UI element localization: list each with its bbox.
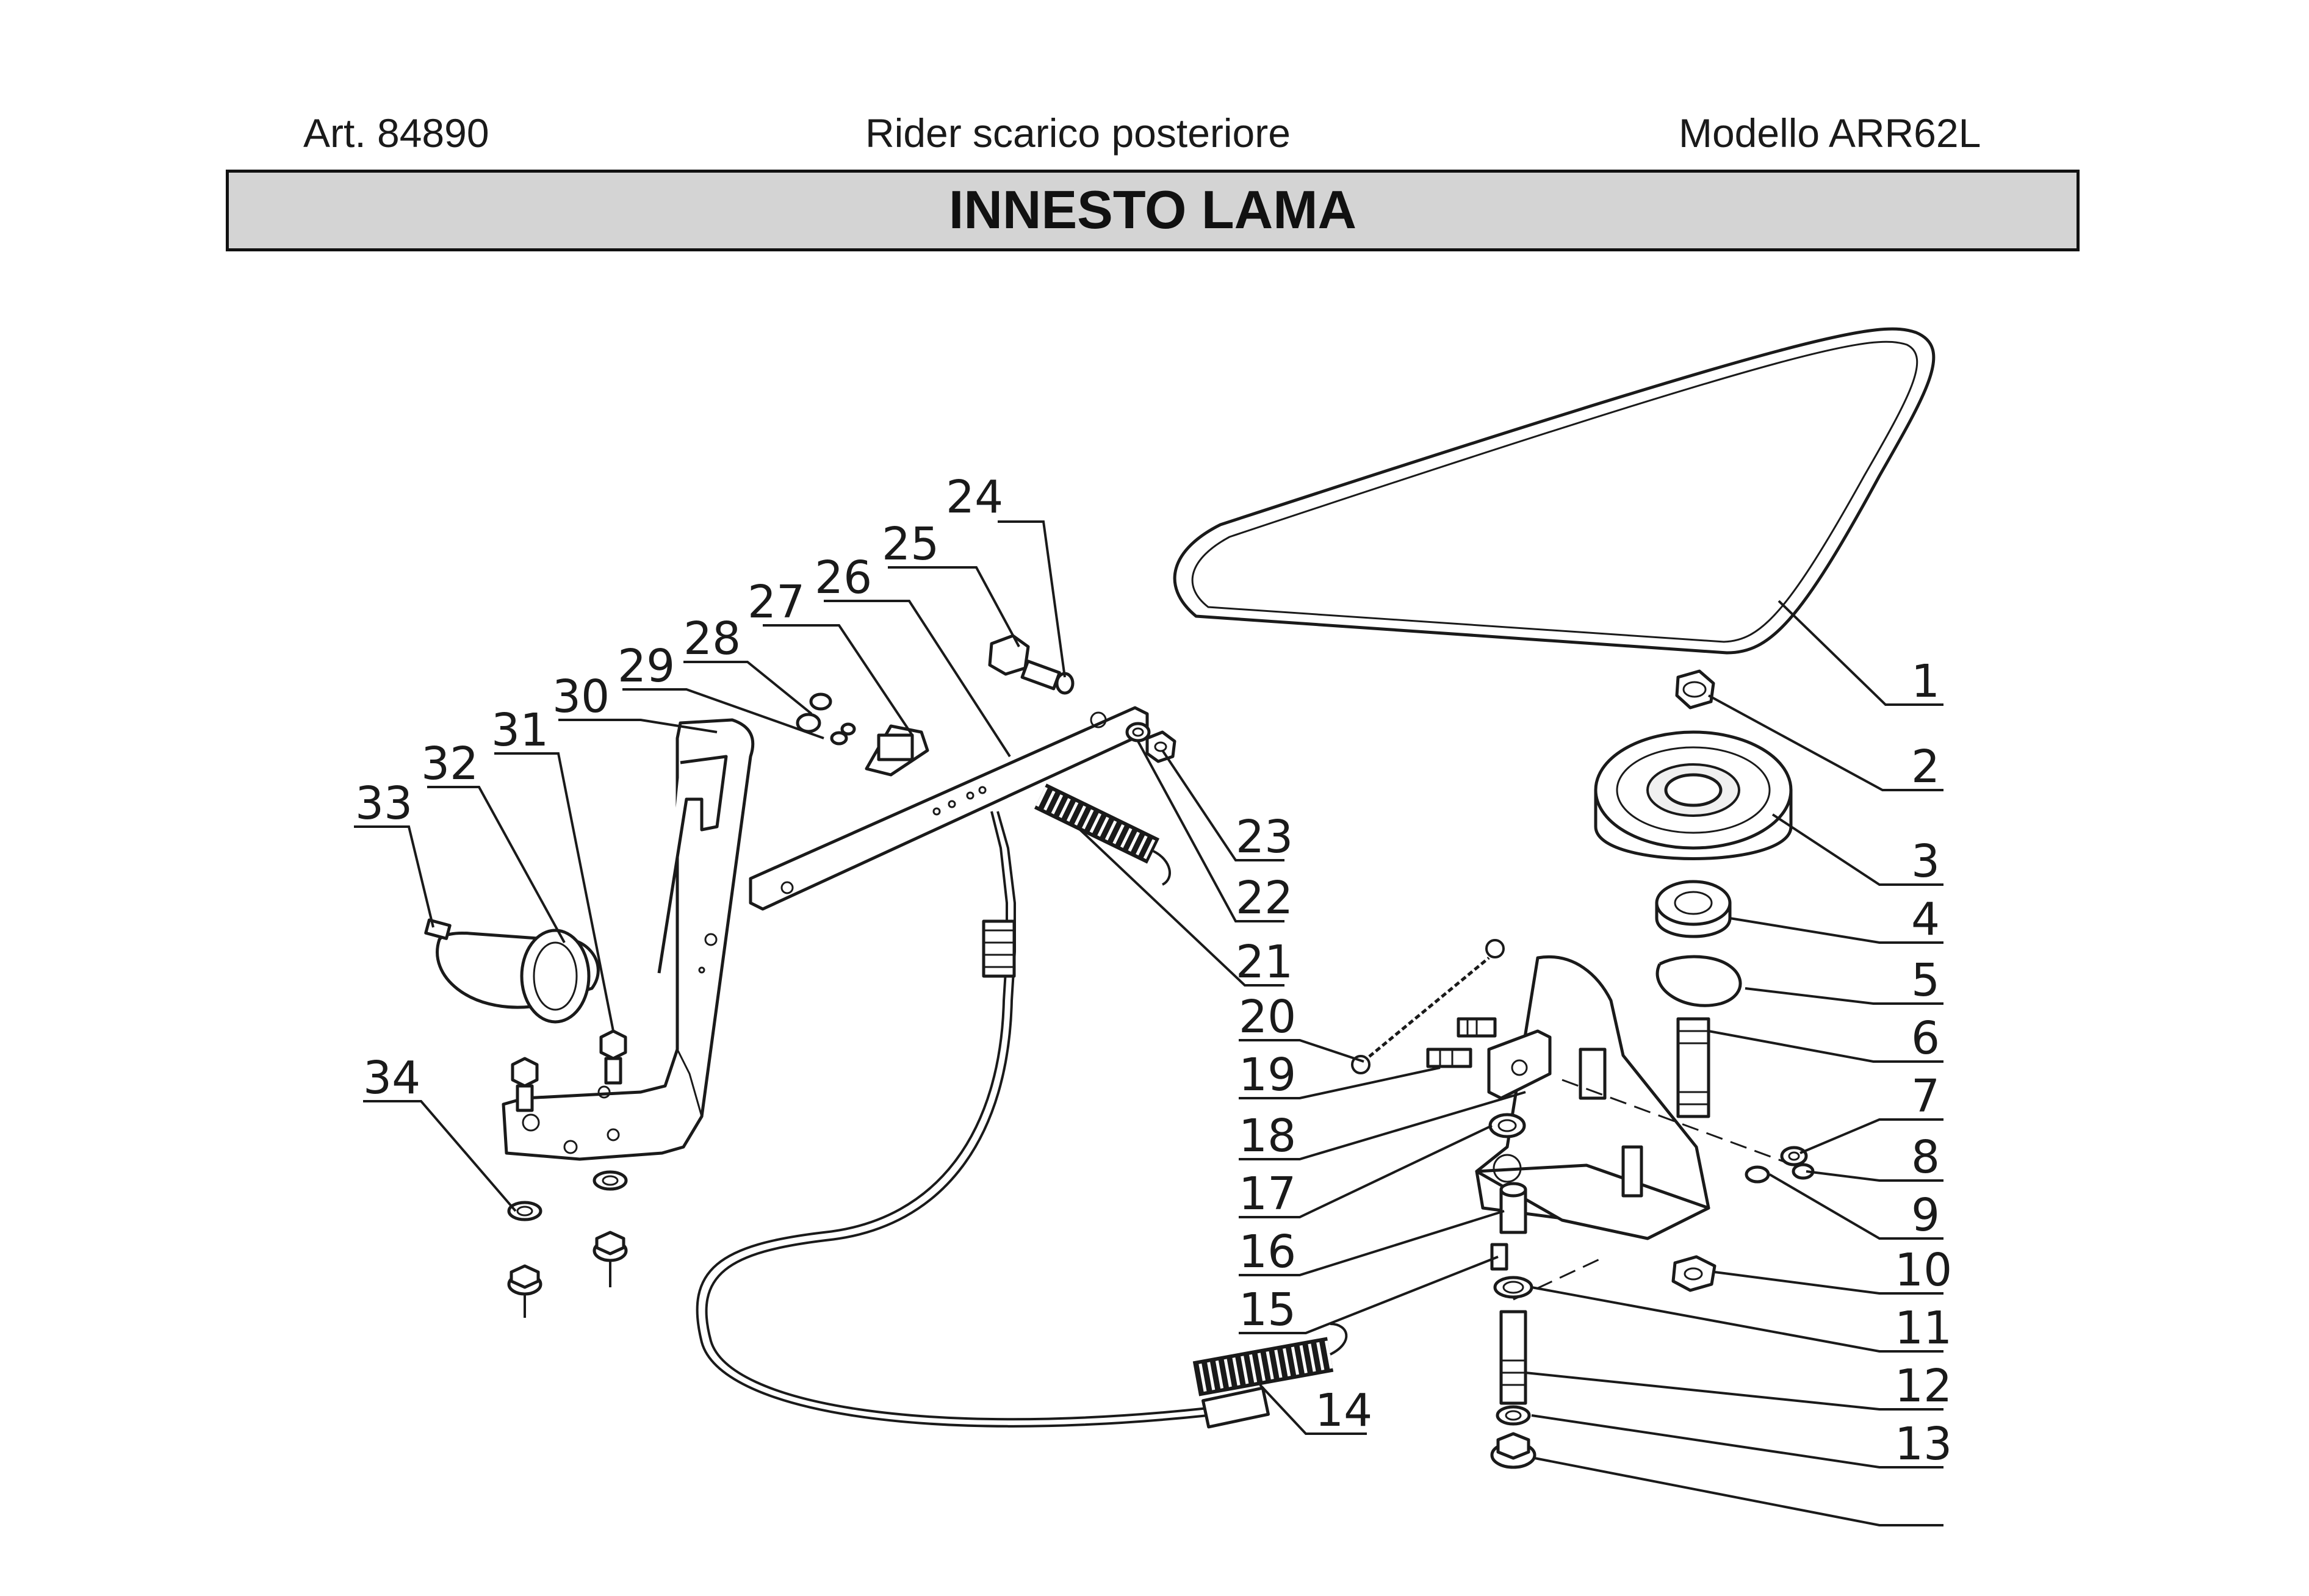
callout-19: 19 (1239, 1049, 1296, 1101)
washer-17 (1488, 1113, 1526, 1138)
washer-13 (1496, 1405, 1531, 1426)
axis-line-right (1562, 1079, 1795, 1166)
callout-26: 26 (815, 552, 872, 604)
callout-3: 3 (1911, 835, 1940, 888)
article-number: Art. 84890 (303, 110, 489, 156)
arm-bolt-25 (988, 634, 1061, 691)
arm-nut-23 (1145, 730, 1176, 763)
spindle-shaft (1676, 1017, 1710, 1118)
callout-6: 6 (1911, 1012, 1940, 1065)
drive-belt (1173, 327, 1936, 655)
callout-29: 29 (618, 640, 675, 692)
callout-24: 24 (946, 471, 1003, 523)
callout-1: 1 (1911, 655, 1940, 708)
lock-nut-7 (1780, 1146, 1808, 1166)
callout-labels: 1 2 3 4 5 6 7 8 9 10 11 12 13 14 15 16 1… (355, 471, 1952, 1470)
leader-lines (354, 520, 1943, 1526)
diagram-title: INNESTO LAMA (948, 179, 1357, 240)
callout-11: 11 (1895, 1302, 1952, 1354)
handle-grip (436, 929, 600, 1024)
bolt-12 (1499, 1310, 1527, 1405)
spacer-11 (1493, 1276, 1533, 1299)
callout-18: 18 (1239, 1110, 1296, 1162)
callout-9: 9 (1911, 1189, 1940, 1242)
handle-screw (424, 918, 452, 940)
pivot-bushing (1499, 1182, 1527, 1234)
callout-28: 28 (683, 613, 741, 665)
bearing (1655, 880, 1732, 938)
blade-pulley (1594, 730, 1793, 860)
adjustment-bolts (1426, 1017, 1497, 1068)
callout-8: 8 (1911, 1131, 1940, 1184)
spring-20 (1351, 939, 1505, 1074)
callout-33: 33 (355, 777, 412, 830)
callout-25: 25 (882, 518, 939, 570)
callout-7: 7 (1911, 1070, 1940, 1123)
control-lever (502, 718, 755, 1161)
lever-washer-right (593, 1170, 628, 1191)
flange-nut (1490, 1432, 1536, 1469)
lever-bolt-31 (599, 1029, 627, 1085)
small-bolts-28-29 (796, 692, 856, 746)
lever-nut-left (507, 1264, 542, 1318)
callout-14: 14 (1315, 1384, 1372, 1437)
lever-bolt-34 (511, 1057, 539, 1112)
callout-2: 2 (1911, 741, 1940, 793)
snap-ring (1655, 955, 1742, 1007)
callout-4: 4 (1911, 893, 1940, 946)
callout-16: 16 (1239, 1226, 1296, 1278)
grease-fitting (1490, 1243, 1508, 1271)
spring-14 (1192, 1323, 1348, 1396)
callout-34: 34 (363, 1052, 420, 1104)
spring-21 (1034, 783, 1171, 886)
callout-13: 13 (1895, 1418, 1952, 1470)
callout-32: 32 (421, 738, 478, 790)
callout-31: 31 (491, 704, 549, 757)
bracket-block (1487, 1029, 1607, 1100)
callout-20: 20 (1239, 991, 1296, 1043)
control-cable (696, 811, 1270, 1429)
pulley-nut (1675, 669, 1715, 710)
callout-17: 17 (1239, 1168, 1296, 1220)
title-bar: INNESTO LAMA (226, 170, 2080, 251)
arm-washer-22 (1125, 722, 1151, 742)
lever-washer-left (507, 1201, 542, 1221)
callout-10: 10 (1895, 1244, 1952, 1296)
product-description: Rider scarico posteriore (865, 110, 1291, 156)
callout-5: 5 (1911, 954, 1940, 1007)
callout-30: 30 (552, 670, 610, 723)
model-number: Modello ARR62L (1679, 110, 1981, 156)
callout-23: 23 (1236, 811, 1293, 863)
lock-nut-10 (1671, 1255, 1716, 1292)
callout-15: 15 (1239, 1284, 1296, 1336)
callout-27: 27 (747, 576, 805, 628)
callout-21: 21 (1236, 936, 1293, 988)
callout-12: 12 (1895, 1360, 1952, 1412)
lever-nut-right (593, 1231, 628, 1287)
arm-clip-bracket (865, 724, 929, 777)
callout-22: 22 (1236, 872, 1293, 924)
